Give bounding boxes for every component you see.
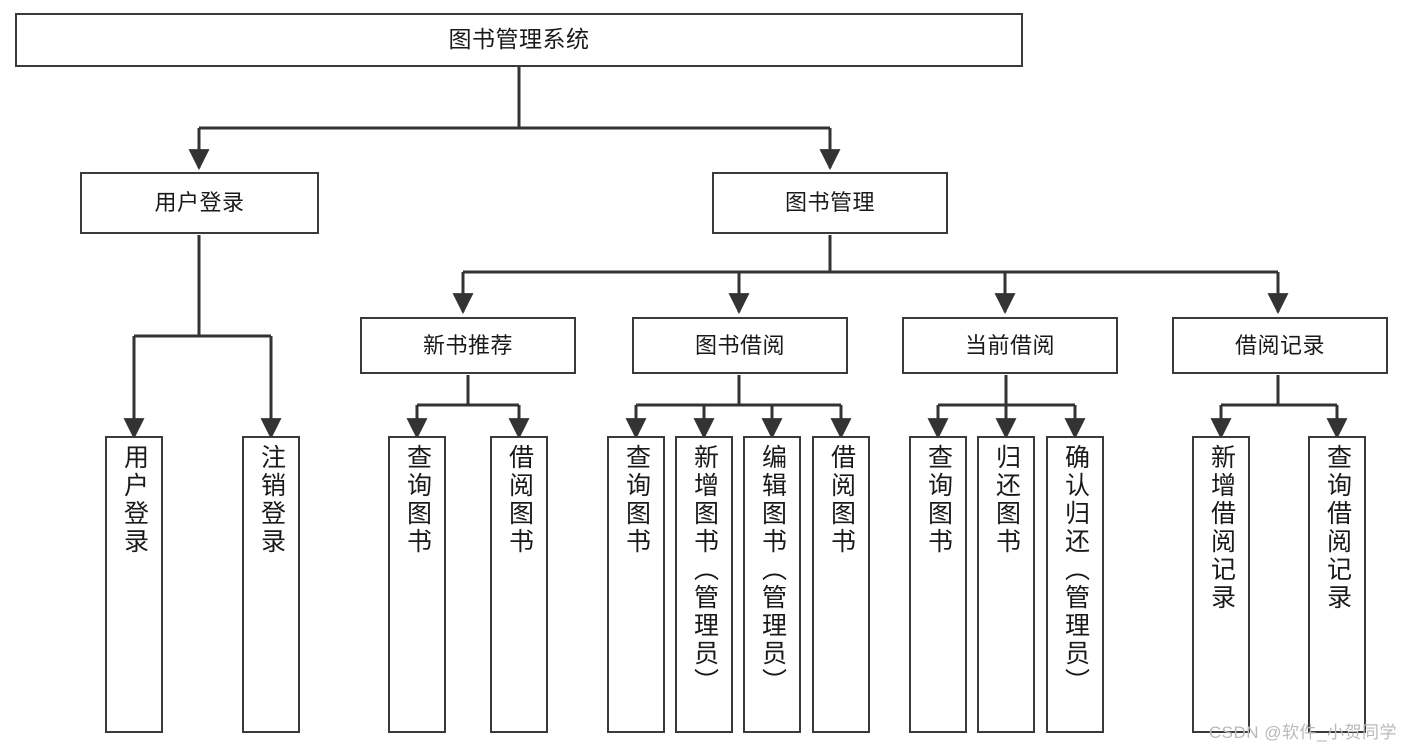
node-label: 查询图书 <box>403 444 432 556</box>
node-label: 确认归还（管理员） <box>1061 444 1090 696</box>
node-leaf-borrow-book-1[interactable]: 借阅图书 <box>490 436 548 733</box>
node-root-book-management-system[interactable]: 图书管理系统 <box>15 13 1023 67</box>
node-label: 查询图书 <box>622 444 651 556</box>
node-leaf-edit-book-admin[interactable]: 编辑图书（管理员） <box>743 436 801 733</box>
node-label: 查询借阅记录 <box>1323 444 1352 612</box>
node-current-borrow[interactable]: 当前借阅 <box>902 317 1118 374</box>
node-label: 新增借阅记录 <box>1207 444 1236 612</box>
node-leaf-query-book-3[interactable]: 查询图书 <box>909 436 967 733</box>
node-label: 归还图书 <box>992 444 1021 556</box>
node-new-book-recommend[interactable]: 新书推荐 <box>360 317 576 374</box>
node-label: 新书推荐 <box>422 332 513 358</box>
node-leaf-confirm-return-admin[interactable]: 确认归还（管理员） <box>1046 436 1104 733</box>
node-label: 借阅记录 <box>1234 332 1325 358</box>
node-leaf-logout-login[interactable]: 注销登录 <box>242 436 300 733</box>
node-leaf-query-borrow-record[interactable]: 查询借阅记录 <box>1308 436 1366 733</box>
node-leaf-add-book-admin[interactable]: 新增图书（管理员） <box>675 436 733 733</box>
node-label: 图书管理 <box>784 190 875 216</box>
node-label: 查询图书 <box>924 444 953 556</box>
node-user-login[interactable]: 用户登录 <box>80 172 319 234</box>
node-label: 借阅图书 <box>827 444 856 556</box>
node-label: 图书管理系统 <box>448 26 590 53</box>
node-book-borrow[interactable]: 图书借阅 <box>632 317 848 374</box>
watermark: CSDN @软件_小贺同学 <box>1208 723 1397 742</box>
node-borrow-record[interactable]: 借阅记录 <box>1172 317 1388 374</box>
node-book-management[interactable]: 图书管理 <box>712 172 948 234</box>
node-leaf-query-book-2[interactable]: 查询图书 <box>607 436 665 733</box>
node-leaf-add-borrow-record[interactable]: 新增借阅记录 <box>1192 436 1250 733</box>
node-leaf-query-book-1[interactable]: 查询图书 <box>388 436 446 733</box>
node-label: 当前借阅 <box>964 332 1055 358</box>
node-label: 编辑图书（管理员） <box>758 444 787 696</box>
node-label: 图书借阅 <box>694 332 785 358</box>
node-leaf-user-login[interactable]: 用户登录 <box>105 436 163 733</box>
node-label: 用户登录 <box>154 190 245 216</box>
node-label: 新增图书（管理员） <box>690 444 719 696</box>
node-label: 用户登录 <box>120 444 149 556</box>
node-leaf-return-book[interactable]: 归还图书 <box>977 436 1035 733</box>
node-label: 注销登录 <box>257 444 286 556</box>
node-label: 借阅图书 <box>505 444 534 556</box>
node-leaf-borrow-book-2[interactable]: 借阅图书 <box>812 436 870 733</box>
